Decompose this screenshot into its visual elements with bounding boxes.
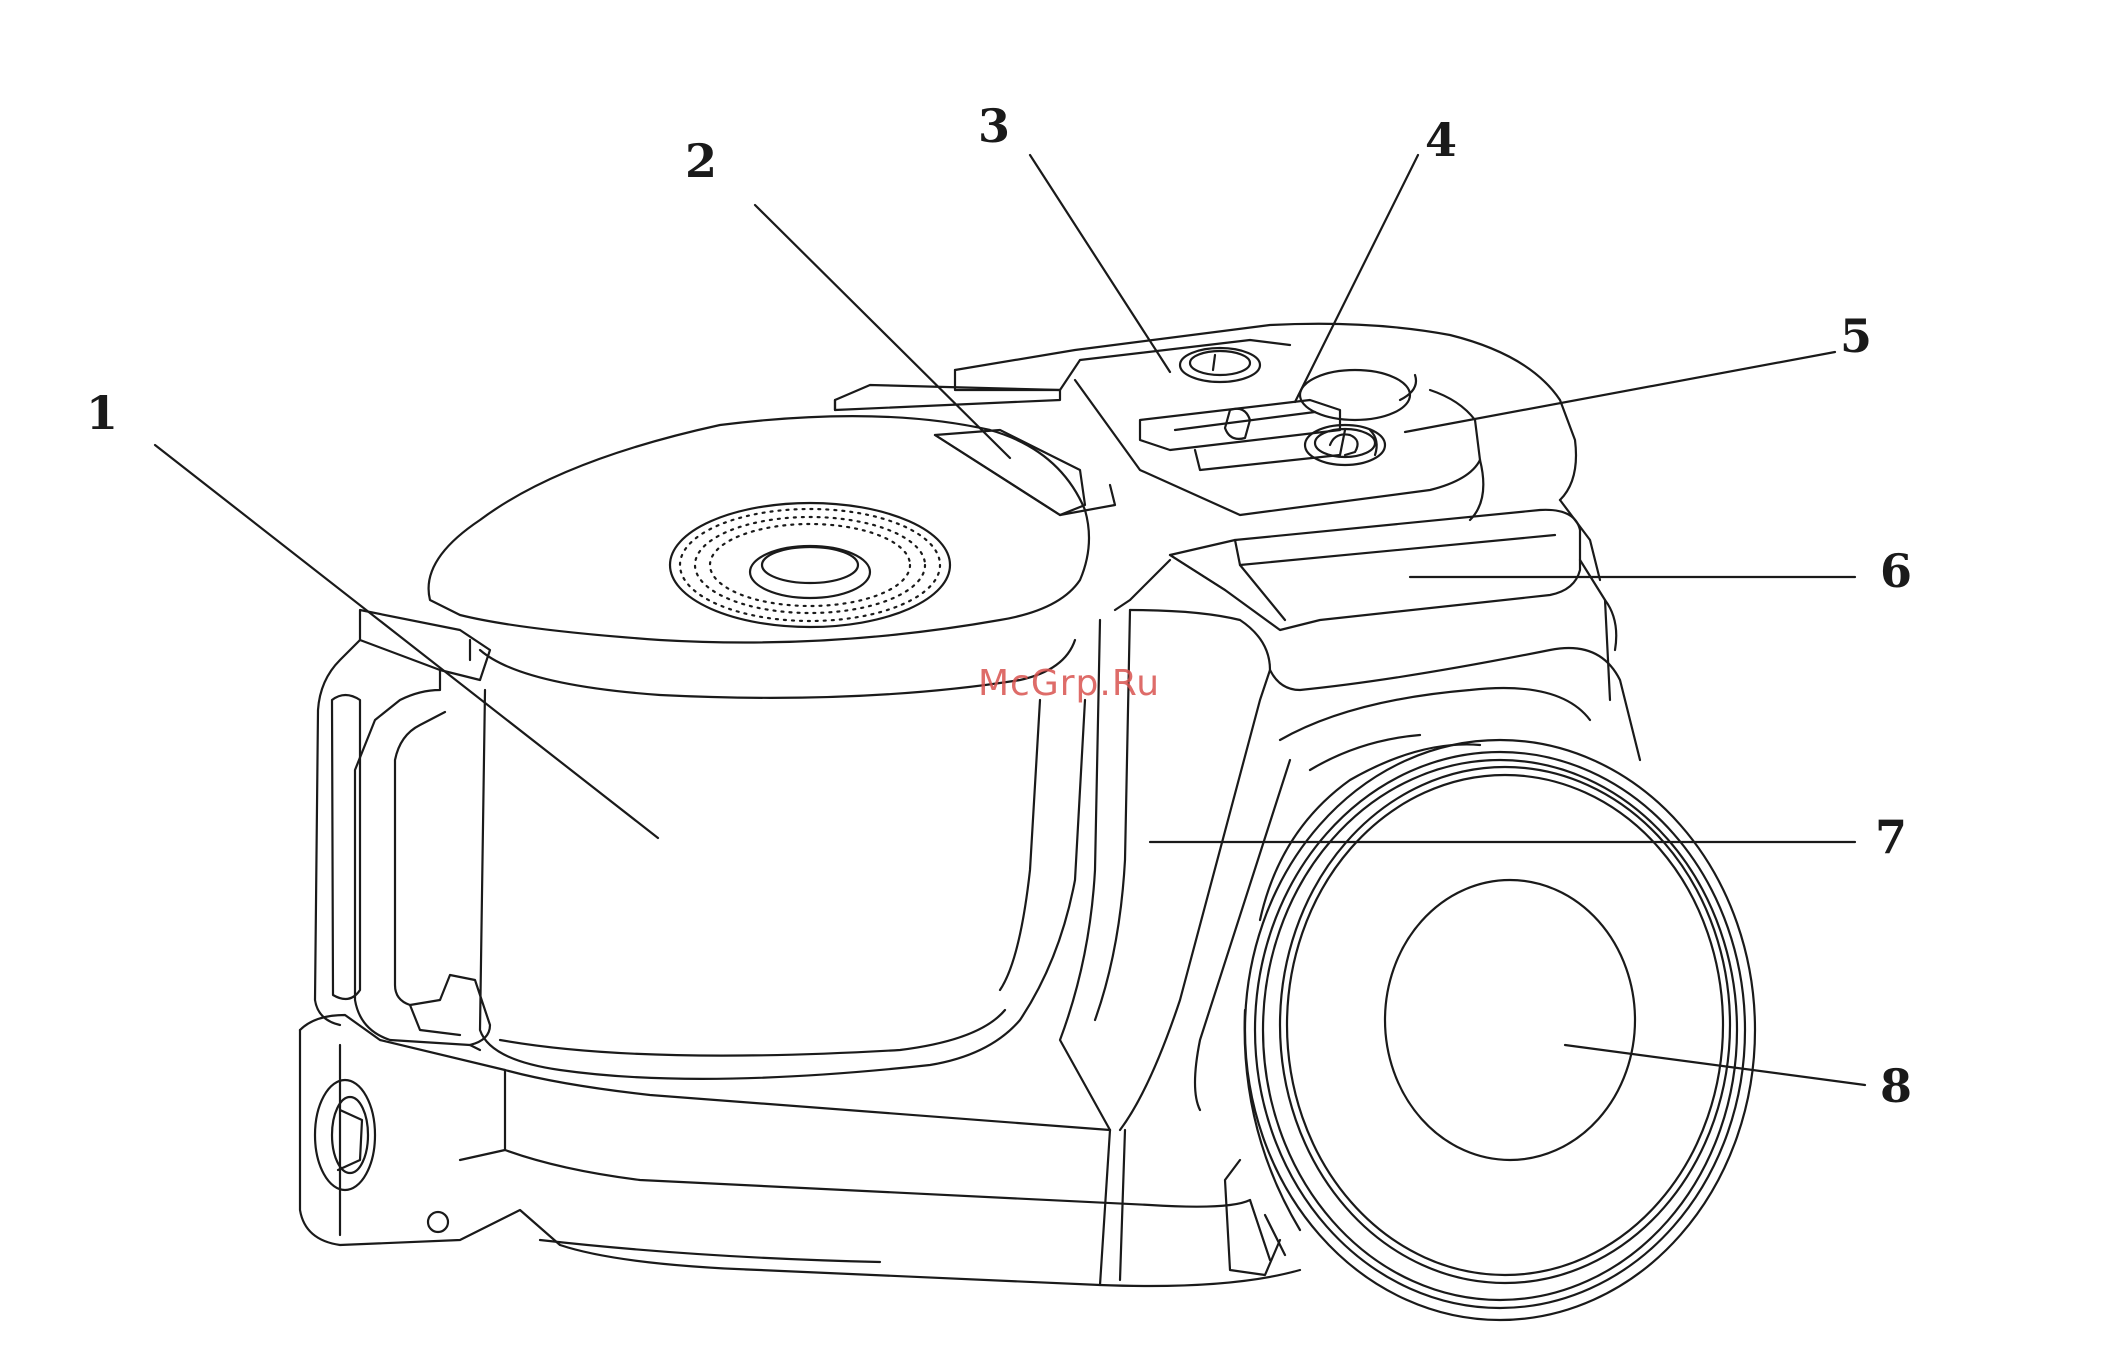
- chassis-base: [300, 1015, 1300, 1286]
- leader-line-8: [1565, 1045, 1865, 1085]
- callout-4: 4: [1425, 117, 1457, 163]
- leader-line-3: [1030, 155, 1170, 372]
- callout-5: 5: [1840, 313, 1872, 359]
- leader-line-2: [755, 205, 1010, 458]
- callout-6: 6: [1880, 548, 1912, 594]
- leader-line-1: [155, 445, 658, 838]
- control-panel: [955, 324, 1576, 520]
- watermark-text: McGrp.Ru: [978, 663, 1160, 704]
- release-button: [835, 385, 1115, 515]
- carry-handle: [315, 610, 490, 1050]
- dust-container: [429, 416, 1089, 1079]
- leader-line-5: [1405, 352, 1835, 432]
- callout-3: 3: [978, 103, 1010, 149]
- callout-1: 1: [86, 390, 118, 436]
- callout-7: 7: [1875, 814, 1907, 860]
- rear-wheel: [1225, 740, 1755, 1320]
- leader-line-4: [1295, 155, 1418, 402]
- callout-2: 2: [685, 138, 717, 184]
- callout-8: 8: [1880, 1063, 1912, 1109]
- main-body: [1060, 560, 1640, 1130]
- top-carry-grip: [1170, 500, 1600, 630]
